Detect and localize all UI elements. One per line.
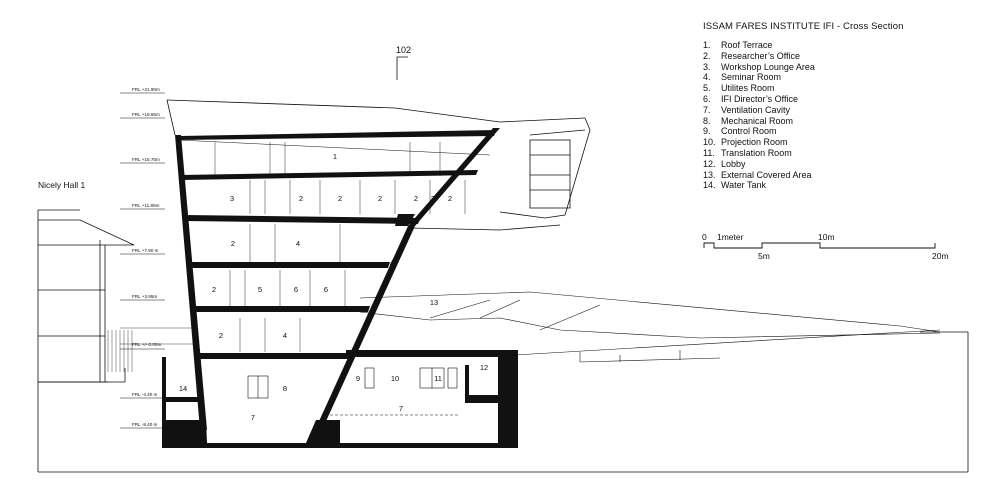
room-number: 10 [391,374,399,383]
room-number: 4 [296,239,300,248]
scale-zero: 0 [702,232,707,242]
legend-item: 3. Workshop Lounge Area [703,62,815,73]
legend-number: 9. [703,126,711,137]
legend-number: 14. [703,180,716,191]
legend-label: Translation Room [721,147,792,158]
legend-label: External Covered Area [721,169,812,180]
level-label: FRL +19.65m [132,112,160,117]
legend-label: Ventilation Cavity [721,104,791,115]
legend-item: 1. Roof Terrace [703,40,815,51]
legend-item: 11. Translation Room [703,148,815,159]
legend-item: 6. IFI Director’s Office [703,94,815,105]
room-number: 2 [414,194,418,203]
legend-number: 13. [703,169,716,180]
legend-label: IFI Director’s Office [721,93,799,104]
legend-label: Water Tank [721,180,767,191]
legend-number: 2. [703,50,711,61]
room-number: 14 [179,384,187,393]
scale-five: 5m [758,251,770,261]
room-number: 2 [299,194,303,203]
external-canopy [359,291,941,363]
room-number: 4 [283,331,287,340]
legend-number: 10. [703,137,716,148]
section-marker-label: 102 [396,45,411,55]
room-number: 2 [212,285,216,294]
legend-item: 7. Ventilation Cavity [703,105,815,116]
room-number: 11 [434,374,442,383]
level-label: FRL +/- 0.00m [132,342,161,347]
room-number: 5 [258,285,262,294]
level-markers [120,92,165,429]
legend-item: 9. Control Room [703,126,815,137]
legend-label: Roof Terrace [721,40,773,50]
building-envelope [166,99,591,266]
legend-number: 4. [703,72,711,83]
legend-label: Utilites Room [721,83,775,94]
room-number: 7 [251,413,255,422]
legend-label: Seminar Room [721,72,782,83]
room-number: 2 [338,194,342,203]
room-number: 2 [431,194,435,203]
level-label: FRL -4.40 m [132,392,158,397]
level-label: FRL +3.95m [132,294,157,299]
level-label: FRL +21.90m [132,87,160,92]
legend-number: 12. [703,158,716,169]
ground-line [37,329,969,473]
legend-label: Control Room [721,126,777,137]
legend-number: 7. [703,104,711,115]
room-number: 1 [333,152,337,161]
level-label: FRL +15.75m [132,157,160,162]
room-number: 2 [231,239,235,248]
room-number: 2 [378,194,382,203]
scale-twenty: 20m [932,251,949,261]
structure-black [162,128,518,448]
room-number: 6 [294,285,298,294]
legend-number: 1. [703,40,711,50]
legend-item: 2. Researcher’s Office [703,51,815,62]
room-number: 7 [399,404,403,413]
legend-label: Lobby [721,158,746,169]
legend-number: 6. [703,93,711,104]
legend-item: 14. Water Tank [703,180,815,191]
legend-number: 3. [703,61,711,72]
legend-item: 4. Seminar Room [703,72,815,83]
room-number: 6 [324,285,328,294]
legend-item: 8. Mechanical Room [703,116,815,127]
level-label: FRL +7.90 m [132,248,159,253]
room-number: 13 [430,298,438,307]
scale-bar [703,242,936,249]
legend-item: 5. Utilites Room [703,83,815,94]
room-number: 2 [448,194,452,203]
section-marker [396,56,408,80]
neighbor-label: Nicely Hall 1 [38,180,86,190]
room-number: 2 [219,331,223,340]
glazing-mullions [214,142,466,352]
level-label: FRL -8.40 m [132,422,158,427]
room-number: 8 [283,384,287,393]
legend-number: 5. [703,83,711,94]
drawing-title: ISSAM FARES INSTITUTE IFI - Cross Sectio… [703,21,904,32]
scale-one-meter: 1meter [717,232,744,242]
legend-item: 12. Lobby [703,159,815,170]
basement-doors [247,367,460,416]
legend-item: 13. External Covered Area [703,170,815,181]
legend-label: Mechanical Room [721,115,794,126]
room-legend: 1. Roof Terrace 2. Researcher’s Office 3. W… [703,40,815,191]
scale-ten: 10m [818,232,835,242]
legend-label: Workshop Lounge Area [721,61,815,72]
room-number: 12 [480,363,488,372]
level-label: FRL +11.85m [132,203,160,208]
legend-number: 8. [703,115,711,126]
room-number: 3 [230,194,234,203]
legend-number: 11. [703,147,715,158]
room-number: 9 [356,374,360,383]
nicely-hall-building [37,209,195,383]
legend-item: 10. Projection Room [703,137,815,148]
legend-label: Researcher’s Office [721,50,801,61]
legend-label: Projection Room [721,137,788,148]
